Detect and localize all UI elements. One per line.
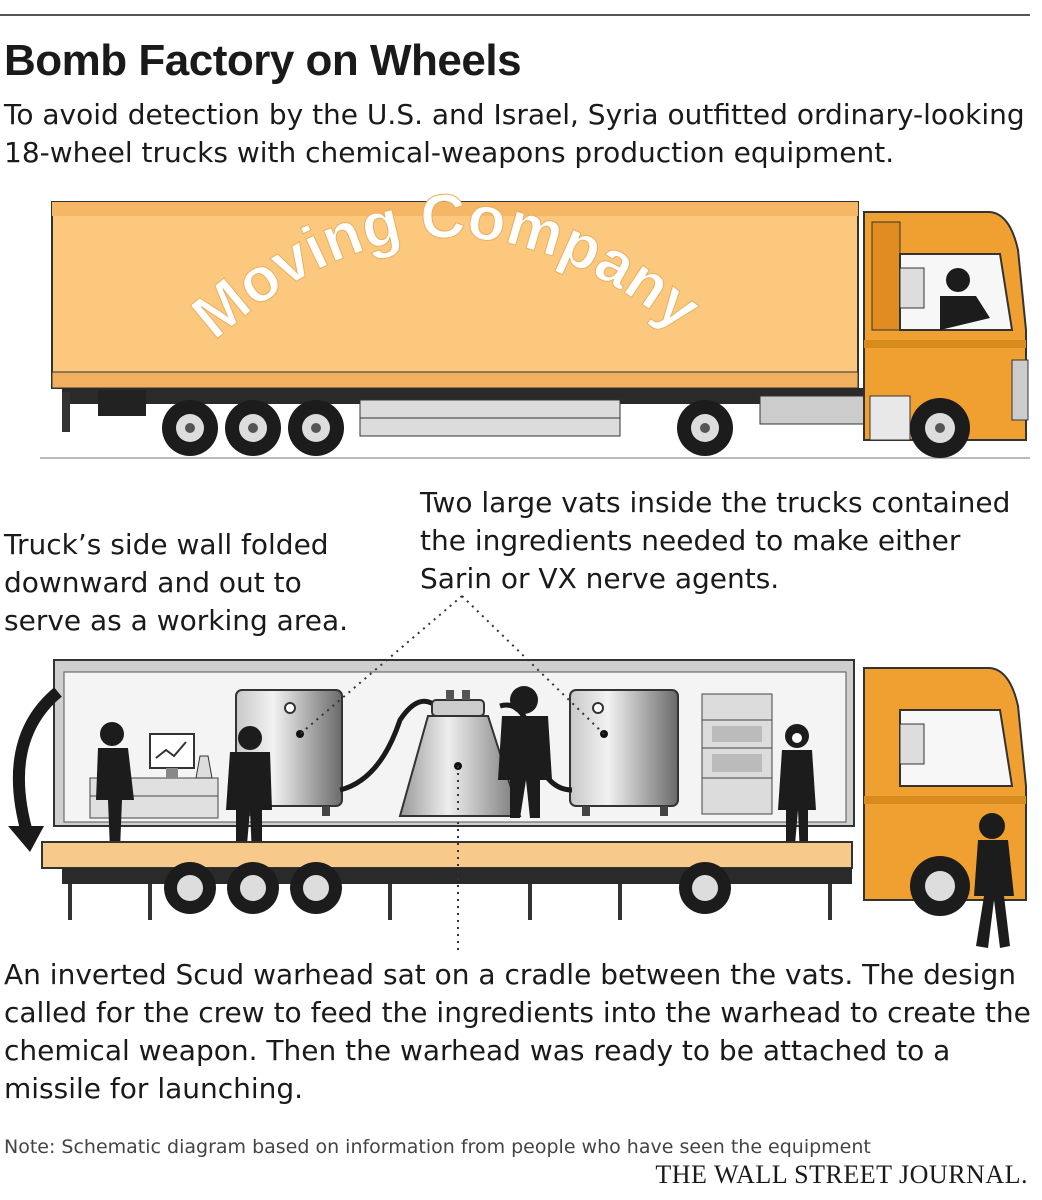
- top-rule: [0, 14, 1030, 16]
- page-title: Bomb Factory on Wheels: [4, 36, 522, 85]
- annotation-vats: Two large vats inside the trucks contain…: [420, 486, 1011, 595]
- top-truck: Moving Company: [40, 182, 1030, 459]
- crew-silhouettes: [96, 686, 816, 856]
- subtitle: To avoid detection by the U.S. and Israe…: [4, 98, 1025, 169]
- worker-near-vat: [226, 726, 272, 856]
- worker-suited: [498, 686, 552, 818]
- folded-platform: [41, 841, 853, 869]
- fold-arrow: [12, 687, 62, 838]
- driver-silhouette: [940, 268, 990, 330]
- vat-right: [569, 689, 679, 816]
- worker-at-computer: [96, 722, 134, 850]
- open-truck: [8, 659, 1027, 948]
- walking-person: [974, 813, 1014, 948]
- worker-gas-mask: [778, 724, 816, 856]
- footnote: Note: Schematic diagram based on informa…: [4, 1136, 871, 1158]
- annotation-side-wall: Truck’s side wall folded downward and ou…: [4, 528, 349, 637]
- source-logo: THE WALL STREET JOURNAL.: [655, 1160, 1028, 1189]
- shelving-unit: [701, 693, 773, 815]
- trailer-box: [51, 201, 859, 389]
- leader-lines: [299, 595, 605, 954]
- trailer-wheels: [162, 400, 344, 456]
- annotation-warhead: An inverted Scud warhead sat on a cradle…: [4, 958, 1031, 1105]
